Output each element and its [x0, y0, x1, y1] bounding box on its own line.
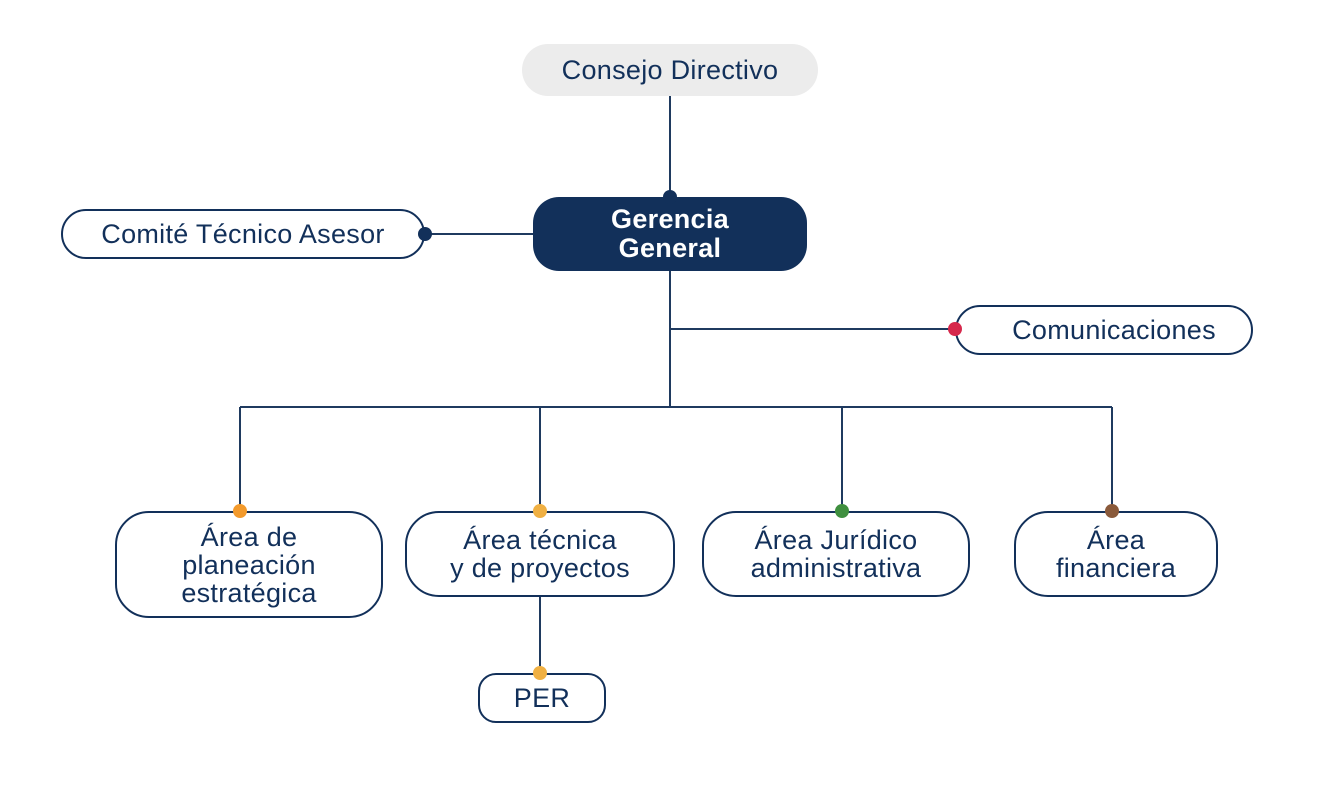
comunicaciones-dot — [948, 322, 962, 336]
area-planeacion-node: Área de planeación estratégica — [115, 511, 383, 618]
area-juridico-node: Área Jurídico administrativa — [702, 511, 970, 597]
gerencia-general-node: Gerencia General — [533, 197, 807, 271]
area-financiera-node: Área financiera — [1014, 511, 1218, 597]
tecnica-dot — [533, 504, 547, 518]
comite-dot — [418, 227, 432, 241]
per-node: PER — [478, 673, 606, 723]
financiera-dot — [1105, 504, 1119, 518]
per-dot — [533, 666, 547, 680]
consejo-directivo-node: Consejo Directivo — [522, 44, 818, 96]
planeacion-dot — [233, 504, 247, 518]
juridico-dot — [835, 504, 849, 518]
area-tecnica-node: Área técnica y de proyectos — [405, 511, 675, 597]
consejo-gerencia-dot — [663, 190, 677, 204]
comunicaciones-node: Comunicaciones — [955, 305, 1253, 355]
comite-tecnico-asesor-node: Comité Técnico Asesor — [61, 209, 425, 259]
